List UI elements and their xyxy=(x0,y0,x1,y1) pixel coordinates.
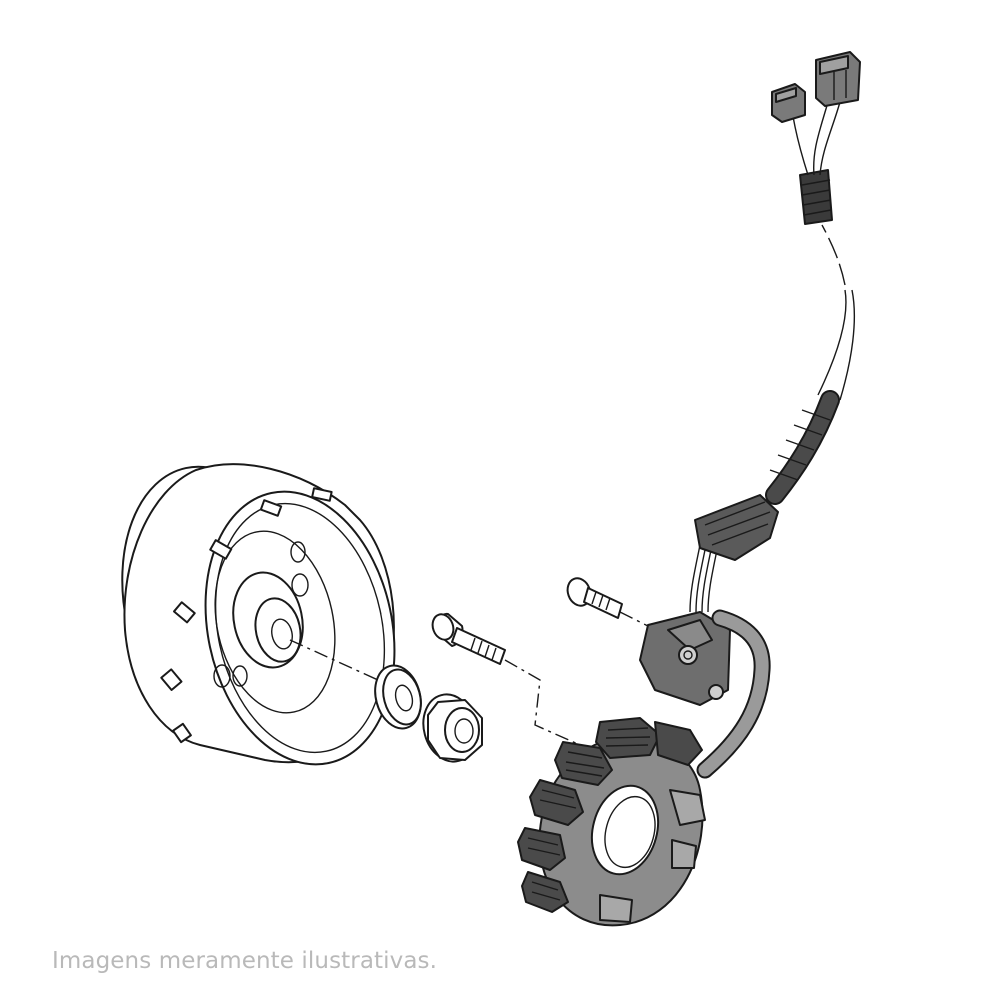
pickup-bolt-icon xyxy=(566,577,623,619)
flange-nut-icon xyxy=(422,693,483,763)
washer-icon xyxy=(374,664,422,730)
stator-bolt-icon xyxy=(431,612,506,665)
flywheel-rotor-icon xyxy=(121,463,396,766)
pulser-coil-icon xyxy=(639,611,731,706)
alignment-line xyxy=(619,611,653,629)
alignment-line xyxy=(504,659,581,746)
connector-plug-icon xyxy=(771,51,861,123)
wire-harness-icon xyxy=(689,101,856,779)
illustrative-disclaimer: Imagens meramente ilustrativas. xyxy=(52,948,438,974)
stator-coil-icon xyxy=(517,717,706,927)
